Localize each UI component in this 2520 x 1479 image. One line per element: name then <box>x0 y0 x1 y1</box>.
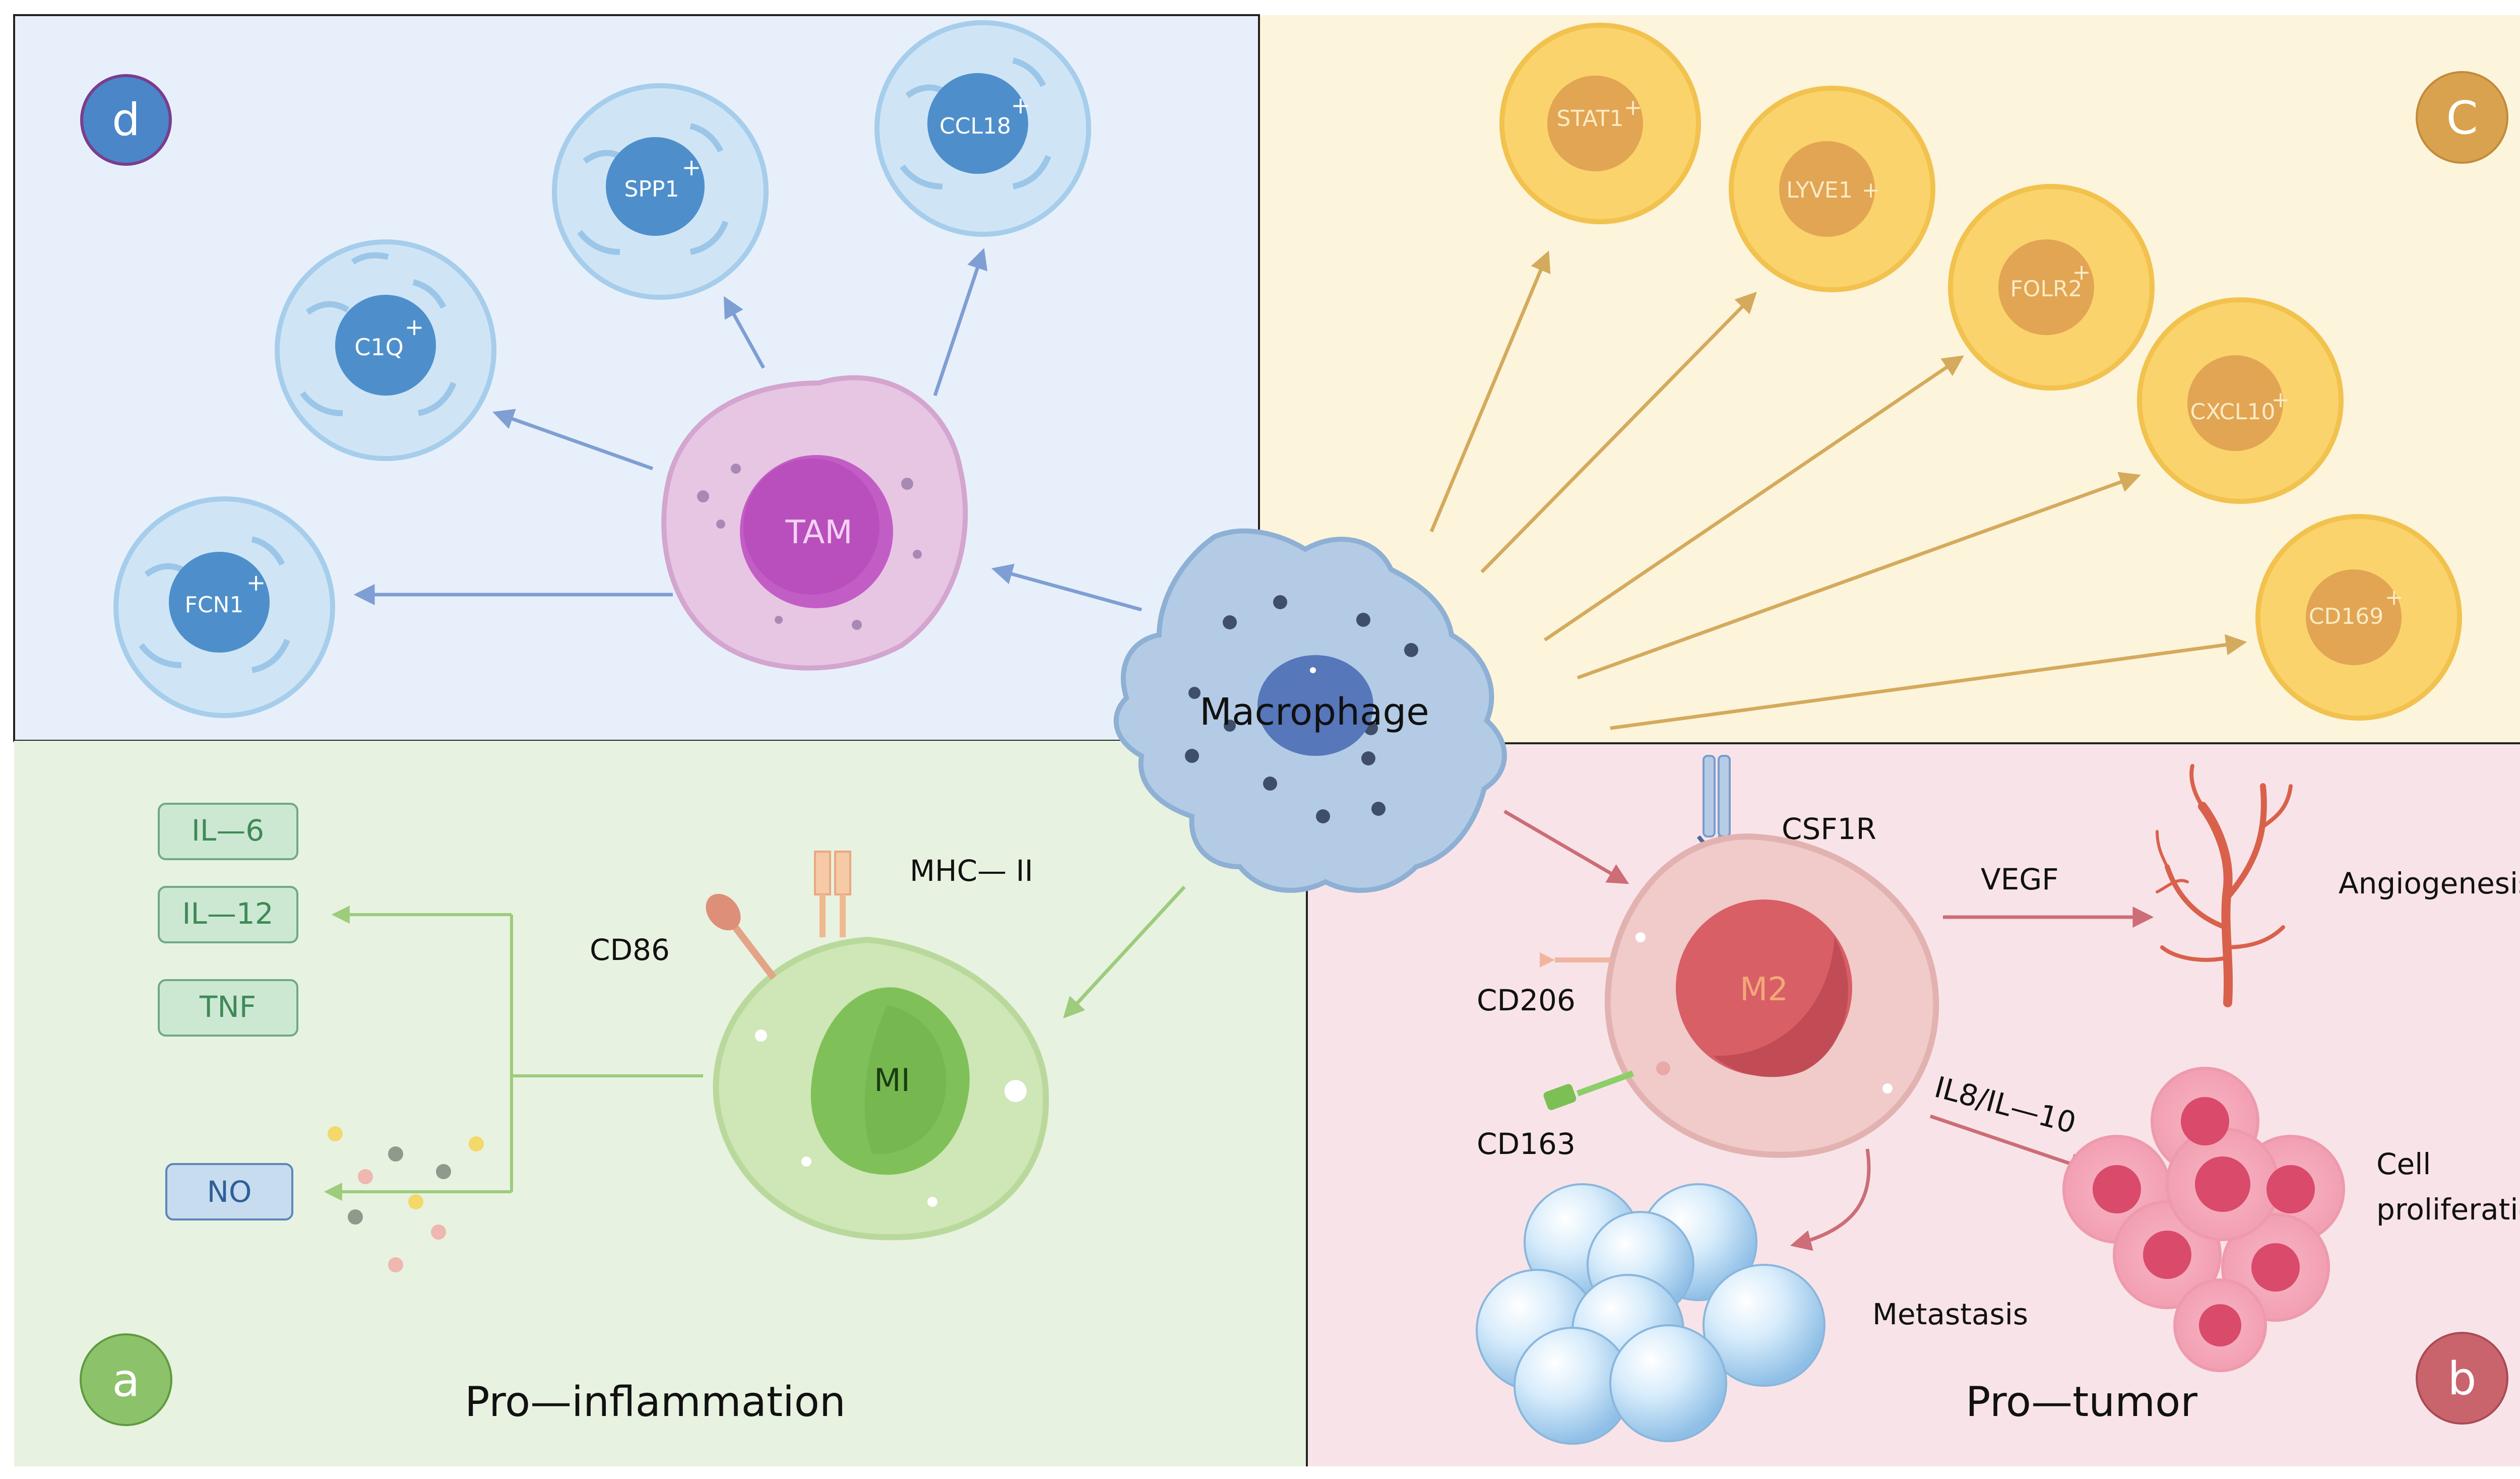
output-box-no: NO <box>165 1163 293 1220</box>
output-box-il12: IL—12 <box>158 886 298 943</box>
cell-ccl18: CCL18 + <box>874 20 1091 237</box>
badge-a-label: a <box>112 1354 140 1407</box>
cell-folr2: FOLR2 + <box>1948 184 2155 391</box>
cell-fcn1-label: FCN1 <box>185 592 244 618</box>
cell-c1q-label: C1Q <box>354 334 404 361</box>
arrow-m2-to-metastasis <box>1790 1148 1871 1251</box>
cell-tam: TAM <box>661 375 968 671</box>
cell-cd169: CD169 + <box>2255 514 2462 721</box>
receptor-mhc-ii: MHC— II <box>814 851 1033 937</box>
badge-a: a <box>80 1333 172 1426</box>
arrow-m2-to-proliferation <box>1929 1114 2091 1174</box>
label-proliferation: proliferation <box>2376 1192 2520 1227</box>
cell-m2-label: M2 <box>1740 971 1788 1008</box>
panel-a-background <box>14 741 1307 1466</box>
badge-b: b <box>2416 1332 2508 1425</box>
cell-cxcl10: CXCL10 + <box>2137 297 2344 504</box>
output-box-il6: IL—6 <box>158 803 298 860</box>
cell-spp1: SPP1 + <box>552 83 769 300</box>
badge-b-label: b <box>2447 1353 2476 1405</box>
cell-stat1-label: STAT1 <box>1557 106 1624 132</box>
receptor-mhc-label: MHC— II <box>910 854 1033 888</box>
cell-lyve1-label: LYVE1 <box>1786 177 1852 203</box>
metastasis-cluster-icon <box>1476 1183 1825 1445</box>
label-cell: Cell <box>2376 1147 2431 1181</box>
cell-cd169-label: CD169 <box>2309 604 2384 629</box>
receptor-cd163-label: CD163 <box>1477 1127 1576 1161</box>
arrow-macrophage-to-m1 <box>1063 885 1186 1019</box>
no-particles <box>328 1126 484 1272</box>
cell-lyve1-sup: + <box>1862 177 1880 203</box>
cell-folr2-sup: + <box>2072 260 2091 285</box>
label-metastasis: Metastasis <box>1872 1297 2028 1331</box>
arrow-macrophage-to-tam <box>991 563 1142 612</box>
cell-m1-label: MI <box>874 1062 910 1099</box>
label-angiogenesis: Angiogenesis <box>2339 866 2520 901</box>
cell-m1: MI <box>713 936 1049 1241</box>
badge-d: d <box>80 74 172 166</box>
arrow-to-lyve1 <box>1480 292 1757 573</box>
receptor-cd206: CD206 <box>1477 952 1610 1017</box>
arrow-macrophage-to-m2 <box>1503 809 1629 884</box>
badge-c-label: C <box>2446 92 2478 145</box>
cell-ccl18-sup: + <box>1011 92 1031 119</box>
receptor-csf1r: CSF1R <box>1696 755 1876 850</box>
cell-ccl18-label: CCL18 <box>939 113 1011 139</box>
arrow-tam-to-c1q <box>492 409 654 471</box>
cell-spp1-label: SPP1 <box>624 176 679 202</box>
badge-c: C <box>2416 71 2508 164</box>
cell-stat1-sup: + <box>1624 95 1643 120</box>
output-box-tnf: TNF <box>158 979 298 1037</box>
cell-macrophage-label: Macrophage <box>1200 690 1429 734</box>
arrow-tam-to-spp1 <box>723 296 766 369</box>
cell-folr2-label: FOLR2 <box>2010 276 2082 302</box>
cell-cxcl10-sup: + <box>2272 387 2290 413</box>
cell-macrophage: Macrophage <box>1113 528 1507 893</box>
cell-tam-label: TAM <box>785 514 852 551</box>
cell-lyve1: LYVE1 + <box>1729 86 1935 292</box>
arrow-tam-to-ccl18 <box>933 248 988 397</box>
output-tnf-label: TNF <box>199 990 256 1024</box>
cell-cd169-sup: + <box>2385 585 2404 610</box>
receptor-cd163: CD163 <box>1477 1070 1634 1161</box>
output-il6-label: IL—6 <box>192 813 264 848</box>
panel-a-title: Pro—inflammation <box>465 1378 846 1426</box>
receptor-cd206-label: CD206 <box>1477 983 1576 1017</box>
cell-stat1: STAT1 + <box>1499 23 1701 224</box>
cell-spp1-sup: + <box>682 154 702 181</box>
vessel-icon <box>2156 764 2293 1007</box>
cell-cxcl10-label: CXCL10 <box>2190 399 2276 425</box>
receptor-csf1r-label: CSF1R <box>1782 812 1876 846</box>
output-il12-label: IL—12 <box>182 896 273 931</box>
tumor-cluster-icon <box>2062 1067 2345 1372</box>
output-no-label: NO <box>207 1175 251 1209</box>
label-vegf: VEGF <box>1981 862 2059 896</box>
receptor-cd86: CD86 <box>590 893 777 980</box>
badge-d-label: d <box>112 94 140 146</box>
panel-b-title: Pro—tumor <box>1966 1378 2197 1426</box>
arrow-to-stat1 <box>1429 250 1551 533</box>
cell-fcn1: FCN1 + <box>113 496 335 718</box>
arrow-to-cxcl10 <box>1577 472 2141 680</box>
receptor-cd86-label: CD86 <box>590 933 670 967</box>
arrow-to-folr2 <box>1544 355 1964 641</box>
cell-fcn1-sup: + <box>246 569 266 596</box>
arrow-to-cd169 <box>1610 634 2247 730</box>
cell-m2: M2 <box>1604 833 1939 1158</box>
cell-c1q-sup: + <box>405 313 424 341</box>
cell-c1q: C1Q + <box>275 239 496 461</box>
